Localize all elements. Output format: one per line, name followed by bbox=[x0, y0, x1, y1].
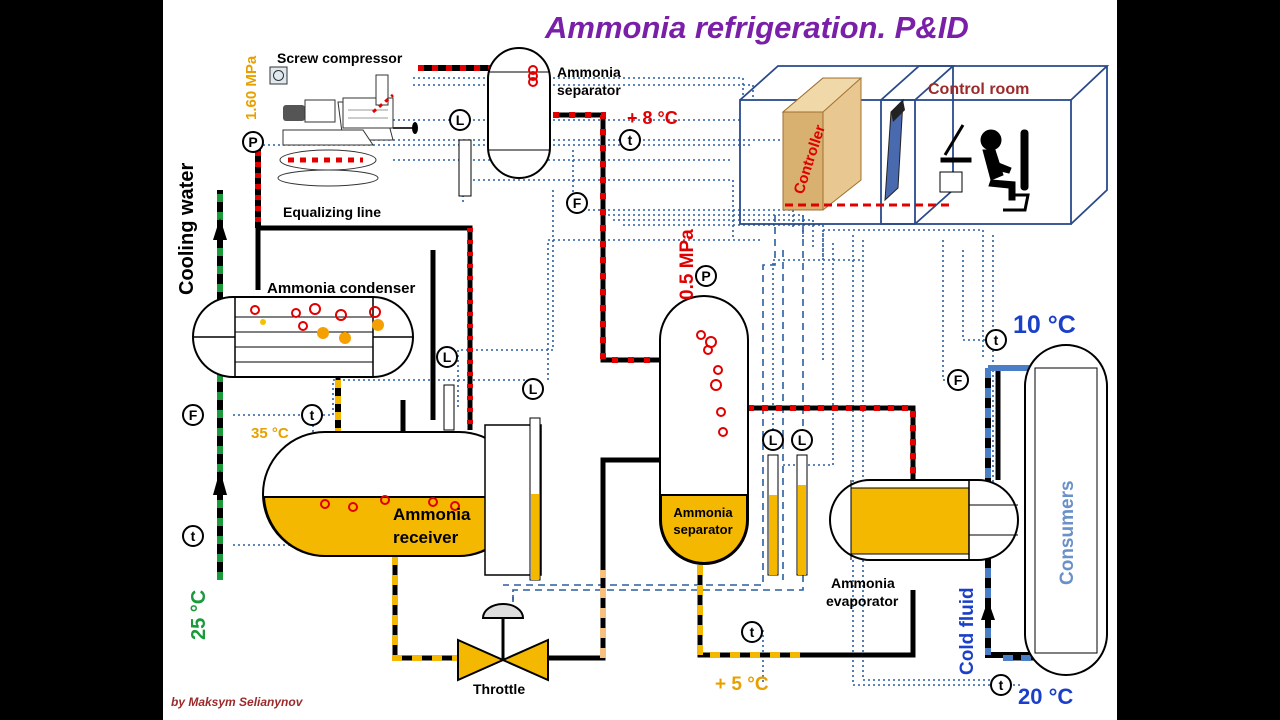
cold-fluid-label: Cold fluid bbox=[957, 587, 978, 675]
diagram-canvas: Control room Controller bbox=[163, 0, 1117, 720]
svg-text:F: F bbox=[189, 407, 198, 423]
top-separator-label-1: Ammonia bbox=[557, 64, 621, 80]
condenser-label: Ammonia condenser bbox=[267, 280, 416, 297]
ammonia-evaporator bbox=[829, 479, 1019, 561]
temp-gauge-water: t bbox=[182, 525, 204, 547]
svg-text:t: t bbox=[191, 528, 196, 544]
flow-gauge-suction: F bbox=[566, 192, 588, 214]
equalizing-line-label: Equalizing line bbox=[283, 204, 381, 220]
instruments: P L t F P L L F t t L L t t F t bbox=[182, 109, 1012, 696]
flow-gauge-cold: F bbox=[947, 369, 969, 391]
temp-condensate-readout: 35 °C bbox=[251, 425, 289, 442]
svg-text:L: L bbox=[529, 381, 538, 397]
svg-text:L: L bbox=[456, 112, 465, 128]
svg-text:P: P bbox=[248, 134, 257, 150]
pressure-gauge-high: P bbox=[242, 131, 264, 153]
page-title: Ammonia refrigeration. P&ID bbox=[544, 10, 969, 45]
svg-text:F: F bbox=[573, 195, 582, 211]
pressure-high-readout: 1.60 MPa bbox=[243, 55, 260, 120]
pid-diagram: Control room Controller bbox=[171, 10, 1110, 709]
level-gauge-sep-1: L bbox=[762, 429, 784, 451]
svg-text:t: t bbox=[628, 132, 633, 148]
screw-compressor-label: Screw compressor bbox=[277, 50, 403, 66]
svg-text:t: t bbox=[999, 677, 1004, 693]
flow-gauge-water: F bbox=[182, 404, 204, 426]
temp-water-readout: 25 °C bbox=[188, 590, 210, 640]
evaporator-label-1: Ammonia bbox=[831, 575, 895, 591]
throttle-valve bbox=[457, 603, 549, 682]
temp-cold-in-readout: 10 °C bbox=[1013, 311, 1076, 339]
receiver-label-2: receiver bbox=[393, 528, 459, 547]
pressure-low-readout: 0.5 MPa bbox=[677, 229, 698, 300]
screw-compressor bbox=[269, 66, 418, 187]
level-gauge-sep-2: L bbox=[791, 429, 813, 451]
control-room-label: Control room bbox=[928, 81, 1029, 98]
top-separator-label-2: separator bbox=[557, 82, 621, 98]
consumers-vessel bbox=[1024, 344, 1108, 676]
temp-after-sep-readout: + 8 °C bbox=[627, 108, 678, 128]
level-gauge-top-sep: L bbox=[449, 109, 471, 131]
svg-text:P: P bbox=[701, 268, 710, 284]
operator-icon bbox=[939, 124, 1030, 212]
control-screen bbox=[884, 98, 905, 202]
consumers-label: Consumers bbox=[1057, 480, 1078, 585]
svg-text:L: L bbox=[443, 349, 452, 365]
temp-cold-out-readout: 20 °C bbox=[1018, 684, 1073, 709]
svg-text:t: t bbox=[310, 407, 315, 423]
cooling-water-label: Cooling water bbox=[176, 163, 198, 295]
liquid-lines bbox=[335, 380, 803, 661]
pressure-gauge-low: P bbox=[695, 265, 717, 287]
cooling-water-line bbox=[213, 190, 227, 580]
mid-separator-label-2: separator bbox=[673, 522, 732, 537]
mid-separator-label-1: Ammonia bbox=[673, 505, 733, 520]
gas-lines bbox=[255, 65, 916, 480]
temp-gauge-after-sep: t bbox=[619, 129, 641, 151]
controller-block bbox=[781, 77, 863, 211]
svg-text:L: L bbox=[769, 432, 778, 448]
svg-text:t: t bbox=[750, 624, 755, 640]
temp-evap-out-readout: + 5 °C bbox=[715, 674, 769, 695]
temp-gauge-condensate: t bbox=[301, 404, 323, 426]
svg-text:F: F bbox=[954, 372, 963, 388]
top-ammonia-separator bbox=[458, 47, 551, 197]
author-credit: by Maksym Selianynov bbox=[171, 695, 304, 709]
throttle-label: Throttle bbox=[473, 681, 525, 697]
level-gauge-receiver: L bbox=[436, 346, 458, 368]
receiver-label-1: Ammonia bbox=[393, 505, 471, 524]
mid-ammonia-separator bbox=[659, 295, 808, 576]
svg-text:t: t bbox=[994, 332, 999, 348]
ammonia-condenser bbox=[192, 296, 414, 378]
temp-gauge-cold-out: t bbox=[990, 674, 1012, 696]
level-gauge-receiver-side: L bbox=[522, 378, 544, 400]
evaporator-label-2: evaporator bbox=[826, 593, 899, 609]
temp-gauge-evap-out: t bbox=[741, 621, 763, 643]
temp-gauge-cold-in: t bbox=[985, 329, 1007, 351]
svg-text:L: L bbox=[798, 432, 807, 448]
ammonia-receiver bbox=[262, 384, 542, 581]
